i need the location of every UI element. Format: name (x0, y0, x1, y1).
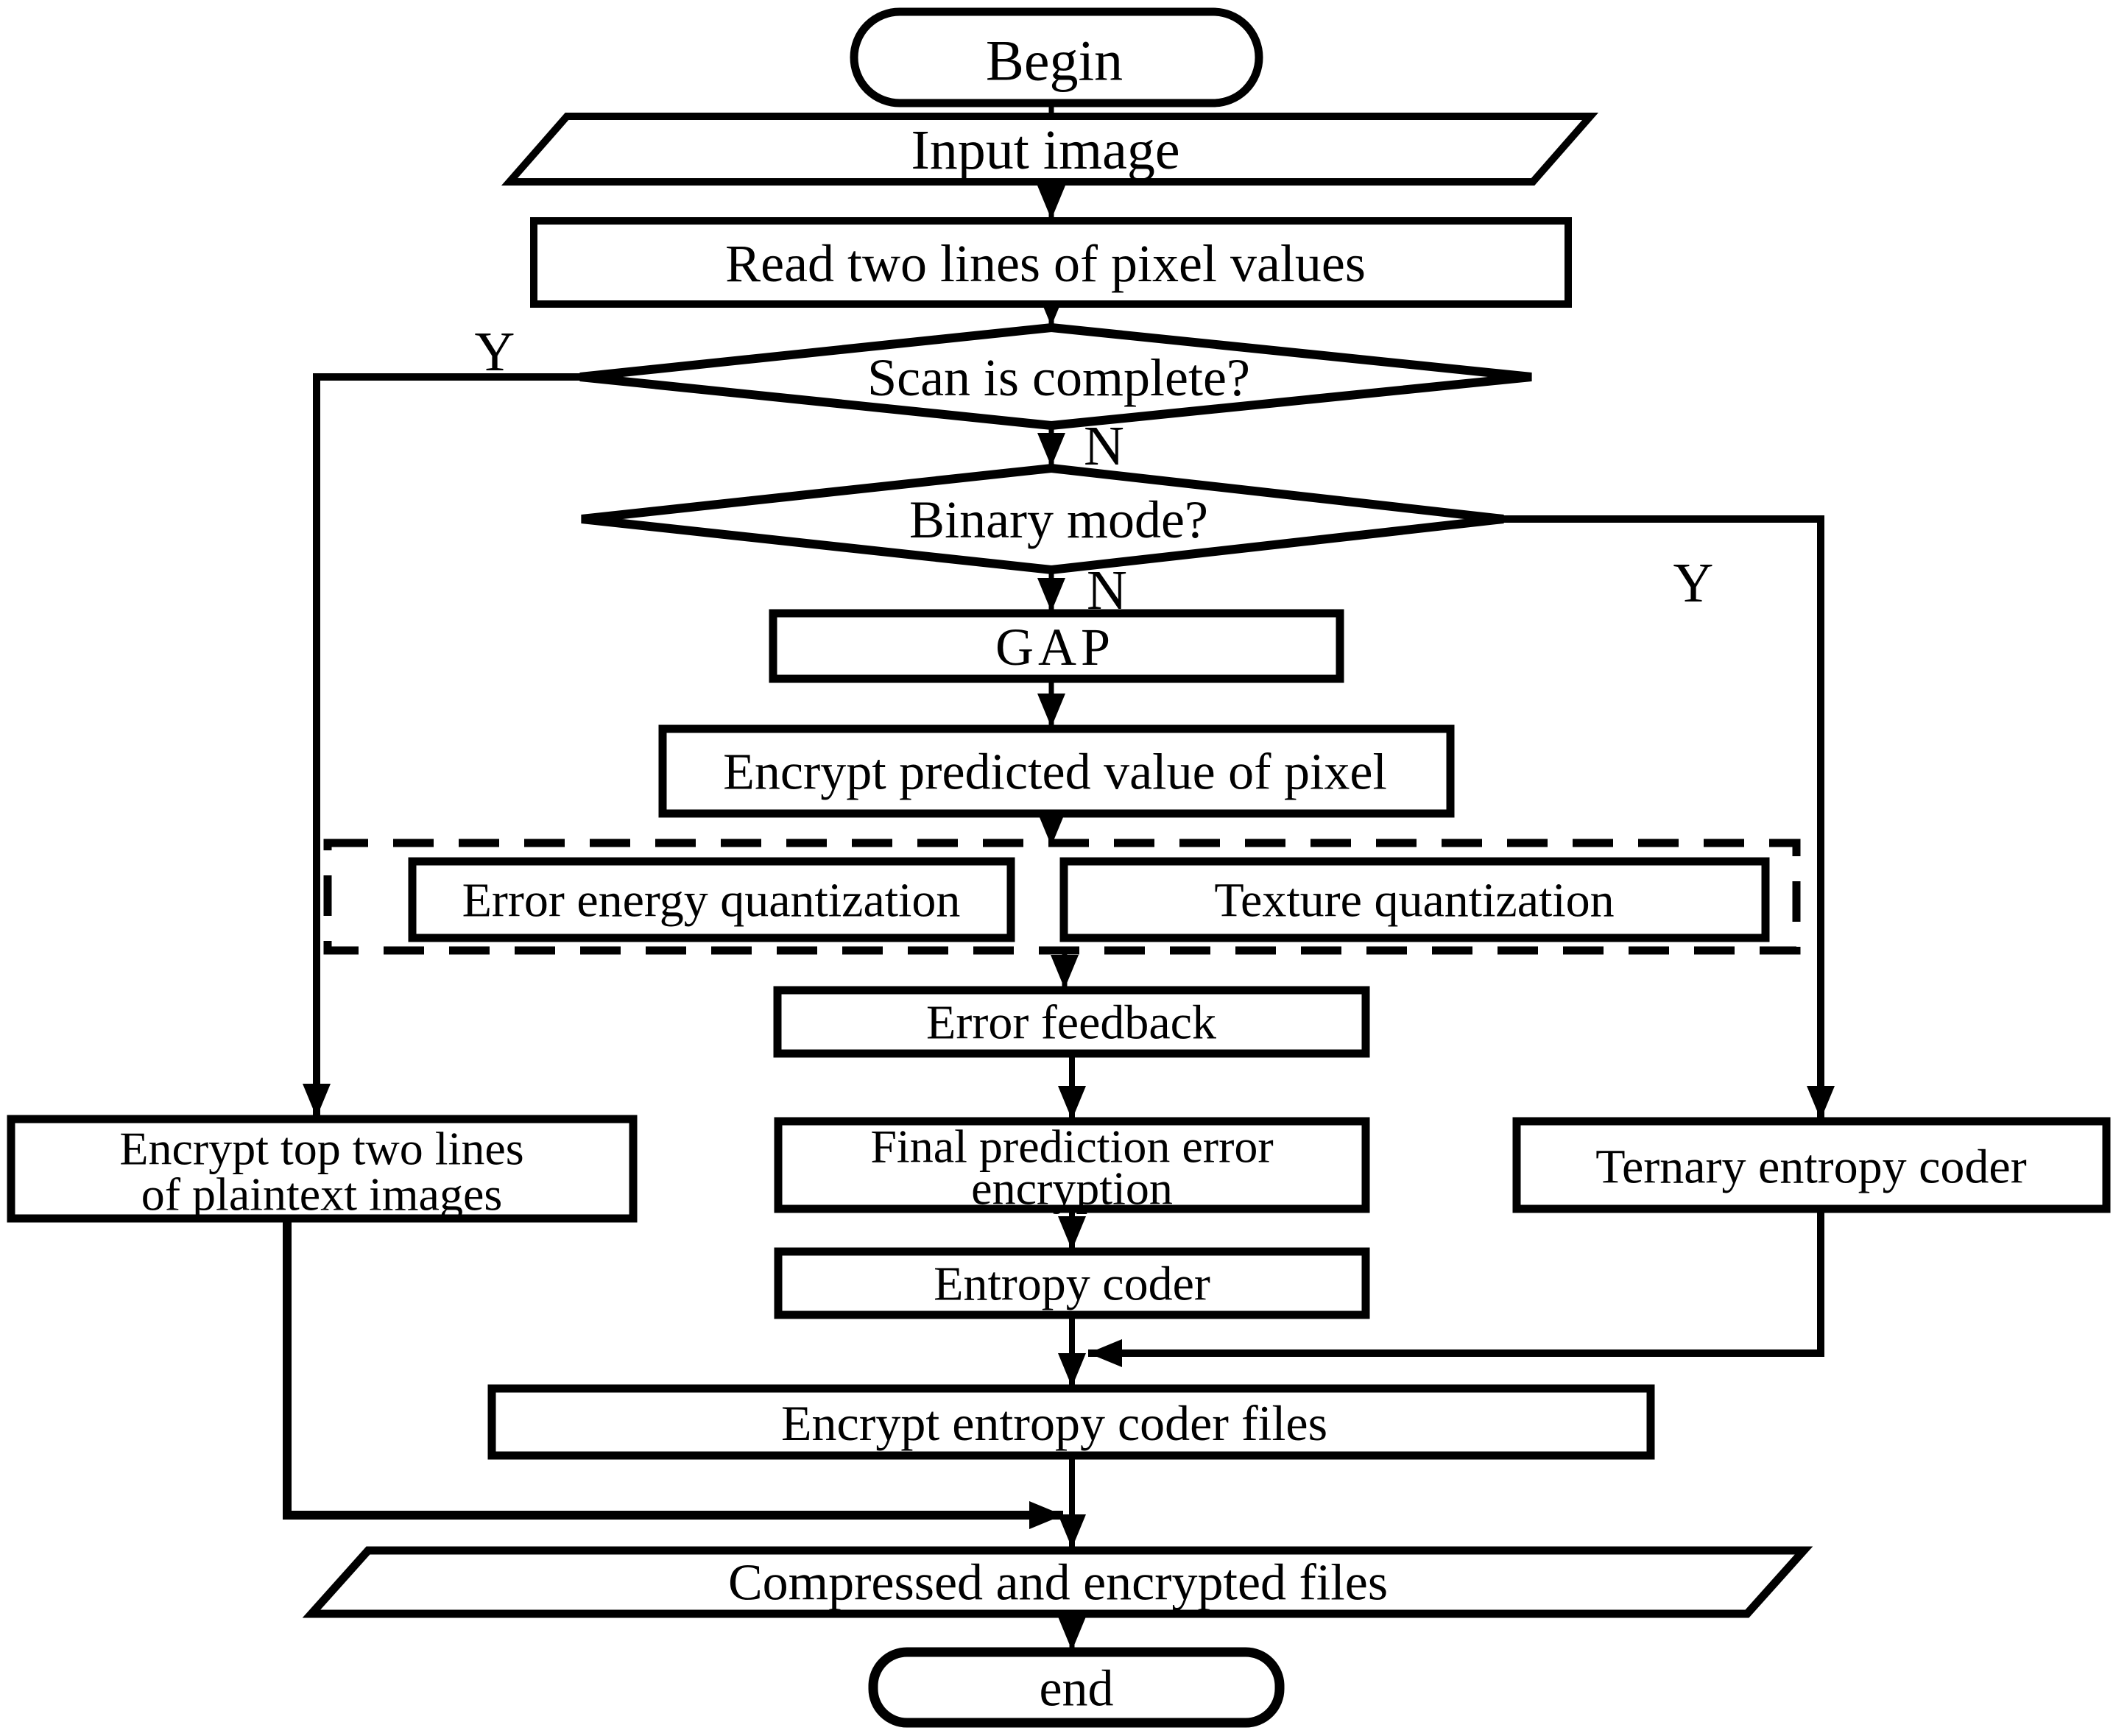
scan-no-branch-label: N (1084, 415, 1124, 477)
read-lines-process (530, 217, 1572, 308)
ternary-process (1512, 1117, 2111, 1213)
gap-process (769, 609, 1344, 683)
end-terminator (868, 1647, 1285, 1728)
arrow-ternary-to-merge (1088, 1209, 1824, 1367)
begin-label: Begin (986, 29, 1123, 93)
scan-yes-branch-label: Y (475, 321, 515, 383)
texture-quant-label: Texture quantization (1214, 874, 1614, 928)
entropy-coder-label: Entropy coder (934, 1257, 1210, 1311)
scan-complete-label: Scan is complete? (867, 348, 1250, 407)
read-lines-label: Read two lines of pixel values (725, 234, 1366, 293)
encrypt-predicted-process (658, 724, 1455, 818)
final-prediction-label-line2: encryption (971, 1162, 1173, 1215)
error-feedback-process (773, 986, 1370, 1058)
error-feedback-label: Error feedback (926, 996, 1216, 1050)
entropy-coder-process (774, 1247, 1370, 1319)
encrypt-files-process (487, 1384, 1655, 1460)
arrow-scan-yes-to-encrypt-top (303, 373, 580, 1118)
begin-terminator (850, 7, 1263, 107)
texture-quant-process (1059, 857, 1770, 942)
final-prediction-label-line1: Final prediction error (870, 1121, 1273, 1173)
binary-mode-label: Binary mode? (909, 490, 1208, 549)
encrypt-predicted-label: Encrypt predicted value of pixel (723, 744, 1387, 801)
error-energy-process (408, 857, 1015, 942)
gap-label: GAP (995, 618, 1115, 677)
encrypt-top-label-line2: of plaintext images (141, 1168, 503, 1221)
final-prediction-process (774, 1117, 1370, 1213)
arrow-encrypt-top-to-merge (283, 1218, 1063, 1529)
input-image-parallelogram (501, 113, 1599, 186)
encrypt-top-process (7, 1115, 638, 1223)
encrypt-files-label: Encrypt entropy coder files (781, 1395, 1327, 1451)
binary-yes-branch-label: Y (1673, 552, 1714, 614)
scan-complete-decision (579, 322, 1532, 431)
compressed-label: Compressed and encrypted files (728, 1555, 1388, 1612)
arrow-binary-yes-to-ternary (1503, 515, 1835, 1120)
ternary-label: Ternary entropy coder (1595, 1140, 2026, 1194)
encrypt-top-label-line1: Encrypt top two lines (119, 1123, 523, 1175)
error-energy-label: Error energy quantization (462, 874, 961, 928)
compressed-parallelogram (302, 1546, 1813, 1618)
end-label: end (1039, 1661, 1113, 1718)
input-image-label: Input image (911, 119, 1179, 181)
binary-mode-decision (581, 463, 1504, 575)
